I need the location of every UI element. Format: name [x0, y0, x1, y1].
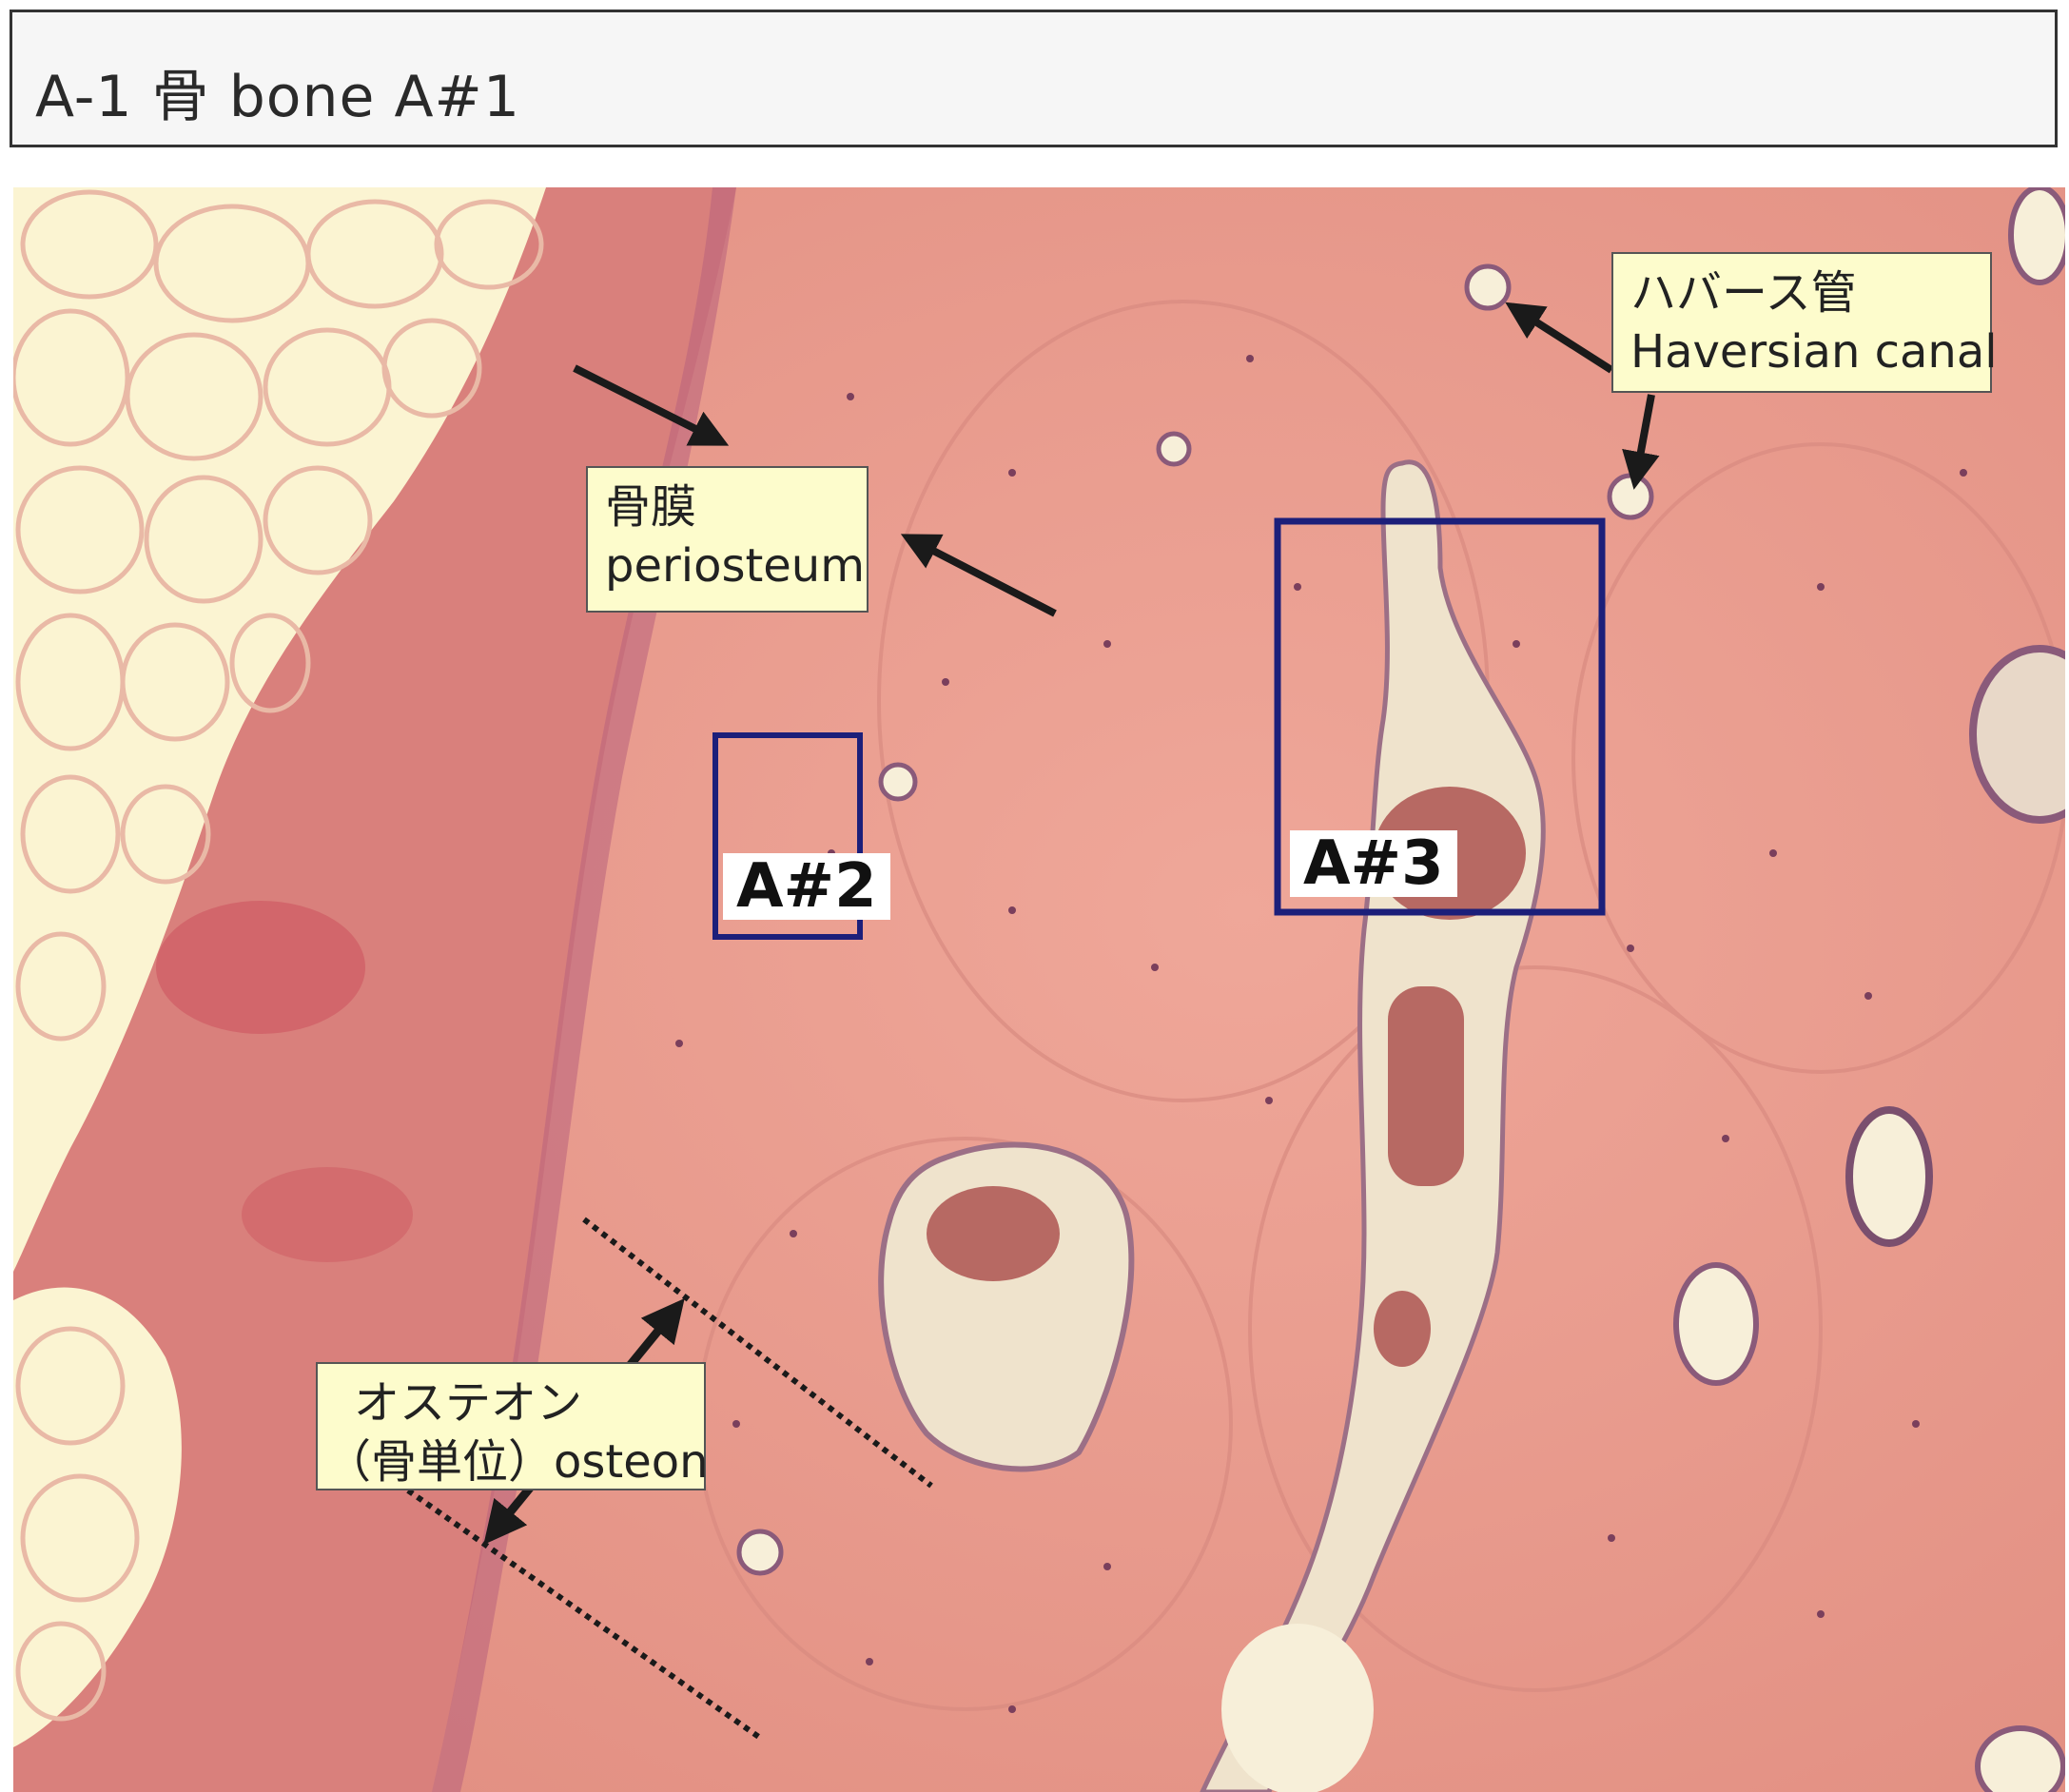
label-periosteum-en: periosteum [605, 539, 865, 593]
title-bar: A-1 骨 bone A#1 [10, 10, 2058, 147]
lamellae [696, 300, 2065, 1711]
vessel-left [156, 901, 365, 1034]
adipose-tissue [13, 187, 546, 1272]
region-tag-a3[interactable]: A#3 [1290, 830, 1457, 897]
blood-cells-channel-3 [1374, 1291, 1431, 1367]
marrow-bottom [1221, 1624, 1374, 1792]
adipose-tissue-lower [13, 1287, 182, 1747]
page-title: A-1 骨 bone A#1 [35, 64, 520, 130]
canal-right-4 [1975, 1725, 2065, 1792]
canal-right-3 [1969, 645, 2065, 824]
osteon-boundary-2 [406, 1488, 762, 1741]
canal-right-5 [2008, 187, 2065, 285]
region-box-a2[interactable] [712, 732, 863, 940]
label-haversian-en: Haversian canal [1630, 325, 1998, 379]
haversian-canals [736, 263, 1654, 1576]
micrograph [13, 187, 2065, 1792]
arrow-haversian-2 [1622, 394, 1660, 490]
osteon-boundary-1 [582, 1217, 933, 1489]
label-periosteum: 骨膜 periosteum [586, 466, 869, 613]
canal-right-2 [1673, 1262, 1759, 1386]
blood-cells-channel-2 [1388, 986, 1464, 1186]
arrow-periosteum-2 [900, 534, 1057, 617]
region-box-a3[interactable] [1274, 517, 1606, 916]
canal-right-1 [1845, 1106, 1933, 1247]
arrow-haversian-1 [1505, 302, 1614, 374]
label-haversian: ハバース管 Haversian canal [1611, 252, 1998, 393]
arrow-periosteum-1 [573, 364, 730, 446]
vessel-left-2 [242, 1167, 413, 1262]
label-periosteum-ja: 骨膜 [605, 480, 697, 534]
region-tag-a2[interactable]: A#2 [723, 853, 890, 920]
osteocytes [675, 326, 1967, 1713]
label-osteon-en: （骨単位）osteon [325, 1435, 709, 1489]
label-osteon-ja: オステオン [354, 1376, 583, 1430]
label-haversian-ja: ハバース管 [1630, 266, 1857, 320]
fat-cells-lower [15, 1326, 140, 1722]
fat-cells [13, 189, 544, 1042]
blood-cells [927, 1186, 1060, 1281]
label-osteon: オステオン （骨単位）osteon [316, 1362, 709, 1490]
